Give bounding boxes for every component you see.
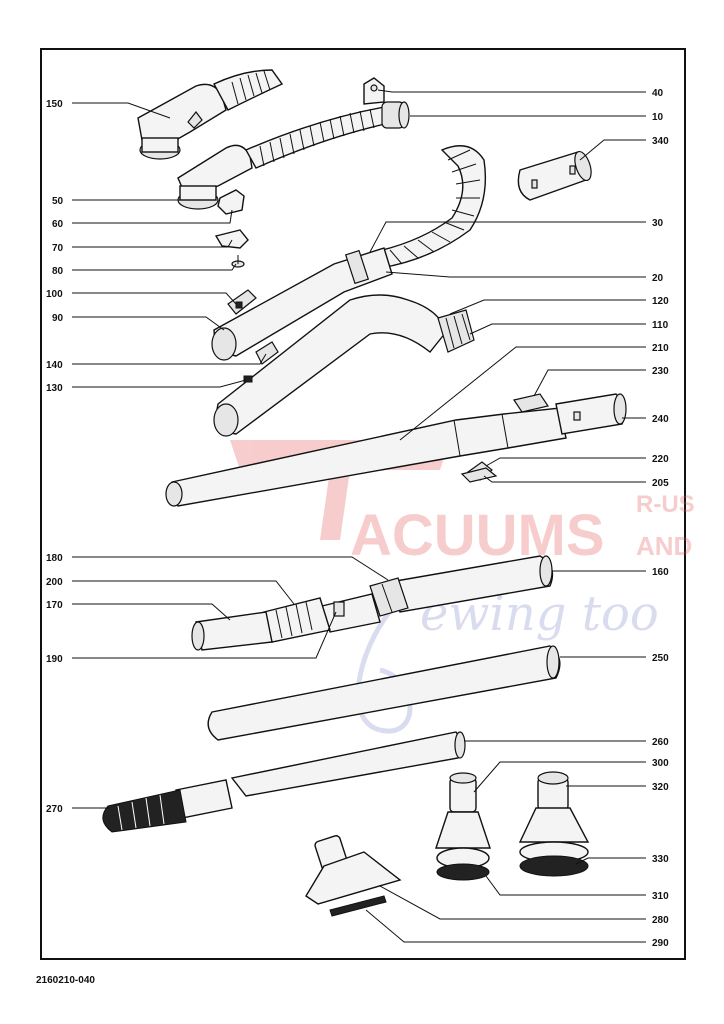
label-70: 70 [52,243,64,254]
label-10: 10 [652,112,664,123]
label-260: 260 [652,737,669,748]
watermark-corner-top: R-US [636,491,695,518]
label-240: 240 [652,414,669,425]
diagram-frame [40,48,686,960]
part-140-latch [255,341,279,365]
part-190-coupler [321,593,381,633]
part-340-sleeve [517,150,592,201]
part-20-handle [211,247,393,361]
label-280: 280 [652,915,669,926]
part-210-tube [165,407,567,507]
part-320-brush [518,771,590,863]
label-110: 110 [652,320,669,331]
part-170-end [191,611,273,651]
label-60: 60 [52,219,64,230]
label-150: 150 [46,99,63,110]
watermark-brand: ACUUMS [350,503,605,568]
label-270: 270 [46,804,63,815]
label-230: 230 [652,366,669,377]
part-120-bend [213,294,447,437]
label-320: 320 [652,782,669,793]
label-190: 190 [46,654,63,665]
part-30-hose [373,145,487,269]
part-205-clip [460,467,498,483]
label-80: 80 [52,266,64,277]
label-50: 50 [52,196,64,207]
label-170: 170 [46,600,63,611]
part-270-brush [102,779,233,833]
part-330-bristles [519,855,589,877]
label-40: 40 [652,88,664,99]
part-60-latch [217,189,245,215]
part-50-handle-hose [177,101,410,210]
part-150-handle [137,69,284,160]
part-280-nozzle [305,835,402,905]
part-250-tube [207,645,561,741]
part-160-tube [389,555,554,613]
part-290-strip [329,895,387,917]
label-210: 210 [652,343,669,354]
label-180: 180 [46,553,63,564]
label-250: 250 [652,653,669,664]
label-130: 130 [46,383,63,394]
label-90: 90 [52,313,64,324]
leader-lines [72,89,646,943]
label-160: 160 [652,567,669,578]
part-240-end-tube [555,393,627,435]
part-70-bracket [214,229,249,249]
label-300: 300 [652,758,669,769]
label-200: 200 [46,577,63,588]
drawing-number: 2160210-040 [36,975,95,986]
label-220: 220 [652,454,669,465]
part-300-brush [435,772,491,869]
label-140: 140 [46,360,63,371]
part-40-clip [363,77,385,105]
label-340: 340 [652,136,669,147]
label-100: 100 [46,289,63,300]
part-130-clip [243,375,253,383]
label-205: 205 [652,478,669,489]
label-310: 310 [652,891,669,902]
part-110-collar [437,309,475,353]
part-labels: 150 50 60 70 80 100 90 140 130 40 10 340… [46,88,669,949]
part-180-ring [369,577,409,617]
part-260-crevice [230,731,466,797]
label-330: 330 [652,854,669,865]
label-120: 120 [652,296,669,307]
label-290: 290 [652,938,669,949]
watermark-corner-bottom: AND [636,531,692,561]
part-310-bristles [436,863,490,881]
part-200-grip [263,597,331,643]
part-80-screw [231,255,245,268]
part-230-catch [513,393,549,413]
label-30: 30 [652,218,664,229]
part-90-grip [235,301,243,309]
label-20: 20 [652,273,664,284]
